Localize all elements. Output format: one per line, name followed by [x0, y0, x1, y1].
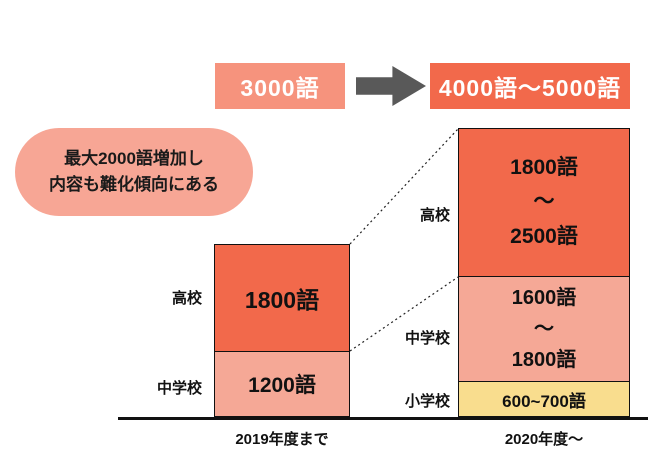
after-total-label: 4000語〜5000語 [438, 75, 622, 101]
label-before-highschool: 高校 [171, 290, 202, 307]
label-after-juniorhigh: 中学校 [404, 330, 450, 347]
bar-after-highschool-line3: 2500語 [510, 224, 578, 248]
right-arrow-icon [356, 66, 426, 106]
connector-line-top [349, 128, 459, 245]
bar-after-highschool-line1: 1800語 [510, 155, 578, 179]
bar-after-highschool-block: 1800語 〜 2500語 [458, 128, 630, 277]
bar-after-juniorhigh-line3: 1800語 [511, 348, 577, 371]
bar-before-juniorhigh-value: 1200語 [248, 374, 316, 397]
bar-before-highschool-value: 1800語 [244, 287, 320, 313]
bar-after-juniorhigh-block: 1600語 〜 1800語 [458, 276, 630, 382]
annotation-bubble: 最大2000語増加し 内容も難化傾向にある [15, 128, 253, 216]
annotation-line-1: 最大2000語増加し [64, 148, 204, 168]
before-total-box: 3000語 [215, 63, 345, 109]
label-after-elementary: 小学校 [404, 393, 450, 410]
x-axis-label-before: 2019年度まで [235, 431, 329, 448]
annotation-line-2: 内容も難化傾向にある [49, 175, 219, 194]
before-total-label: 3000語 [240, 75, 320, 101]
x-axis-label-after: 2020年度〜 [504, 431, 584, 448]
x-axis-line [118, 417, 648, 420]
bar-after-juniorhigh-line2: 〜 [534, 317, 554, 340]
after-total-box: 4000語〜5000語 [430, 63, 630, 109]
bar-before-juniorhigh-block: 1200語 [214, 351, 350, 417]
label-after-highschool: 高校 [419, 207, 450, 224]
bar-after-highschool-line2: 〜 [533, 190, 555, 214]
bar-after-juniorhigh-line1: 1600語 [511, 286, 577, 309]
label-before-juniorhigh: 中学校 [156, 380, 202, 397]
bar-after-elementary-block: 600~700語 [458, 381, 630, 417]
bar-after-elementary-value: 600~700語 [502, 391, 586, 411]
bar-before-highschool-block: 1800語 [214, 244, 350, 352]
